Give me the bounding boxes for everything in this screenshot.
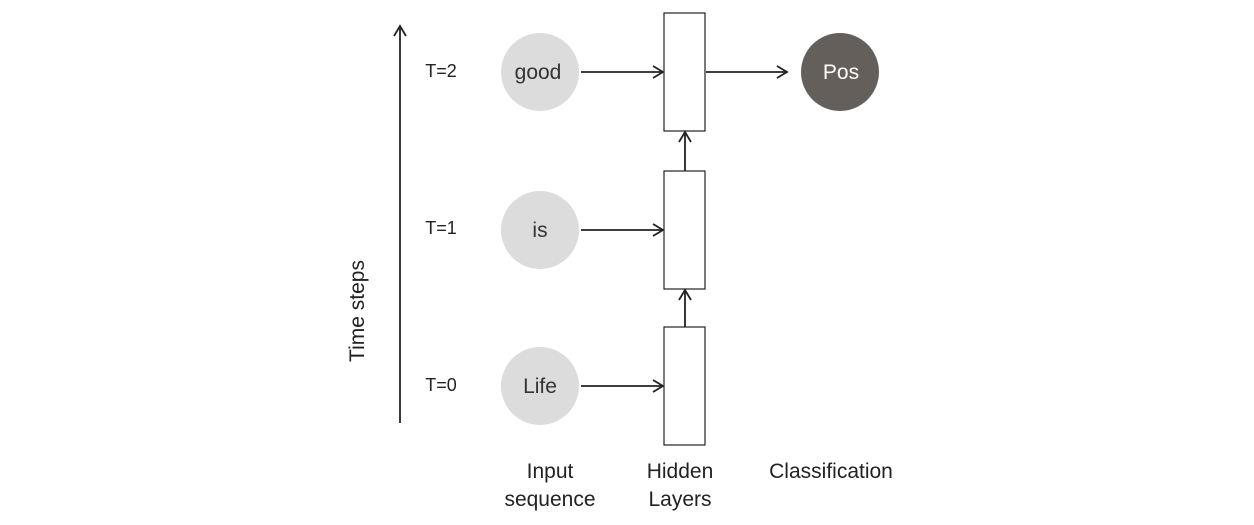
hidden-layer-box-t0 [663, 326, 706, 446]
column-label-hidden-line2: Layers [648, 488, 711, 511]
input-node-t2 [501, 33, 579, 111]
input-node-t0 [501, 347, 579, 425]
column-label-input-line2: sequence [504, 488, 595, 511]
input-word-t0: Life [523, 375, 557, 398]
input-word-t1: is [532, 219, 547, 242]
output-label: Pos [823, 61, 859, 84]
timestep-label-t1: T=1 [425, 218, 457, 238]
input-word-t2: good [515, 61, 562, 84]
column-label-hidden-line1: Hidden [647, 460, 714, 483]
hidden-layer-box-t2 [663, 12, 706, 132]
column-label-input-line1: Input [527, 460, 574, 483]
input-node-t1 [501, 191, 579, 269]
timestep-label-t0: T=0 [425, 375, 457, 395]
timestep-label-t2: T=2 [425, 61, 457, 81]
hidden-layer-box-t1 [663, 170, 706, 290]
time-axis-label: Time steps [346, 260, 369, 362]
column-label-classification: Classification [769, 460, 893, 483]
output-node [801, 33, 879, 111]
